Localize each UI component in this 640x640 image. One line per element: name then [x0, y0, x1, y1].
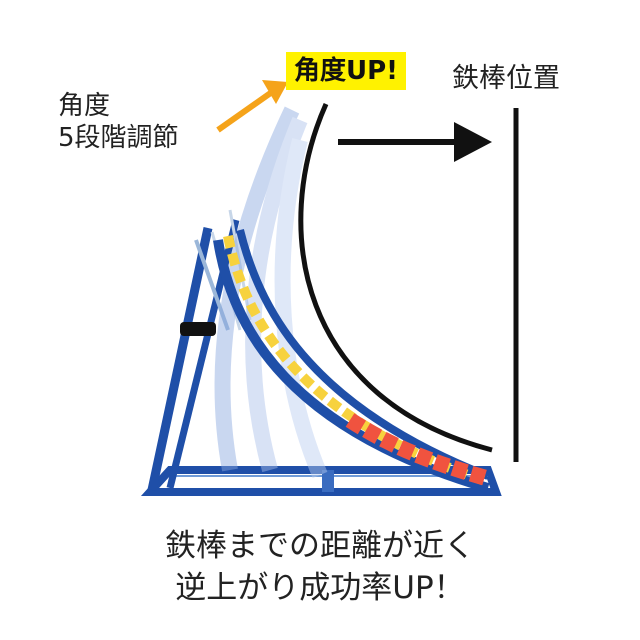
caption-line2: 逆上がり成功率UP！: [175, 570, 465, 606]
angle-up-arrow-icon: [216, 80, 288, 133]
angle-up-badge: 角度UP!: [286, 52, 407, 90]
bar-position-label: 鉄棒位置: [452, 63, 560, 94]
base-frame: [140, 466, 502, 496]
angle-adjust-label: 角度 5段階調節: [58, 90, 179, 154]
trajectory-curve: [298, 102, 493, 453]
curved-board: [213, 229, 490, 493]
angle-label-line1: 角度: [58, 91, 111, 121]
caption-line1: 鉄棒までの距離が近く: [165, 528, 475, 564]
arrow-right-icon: [338, 122, 492, 162]
angle-label-line2: 5段階調節: [58, 123, 179, 153]
